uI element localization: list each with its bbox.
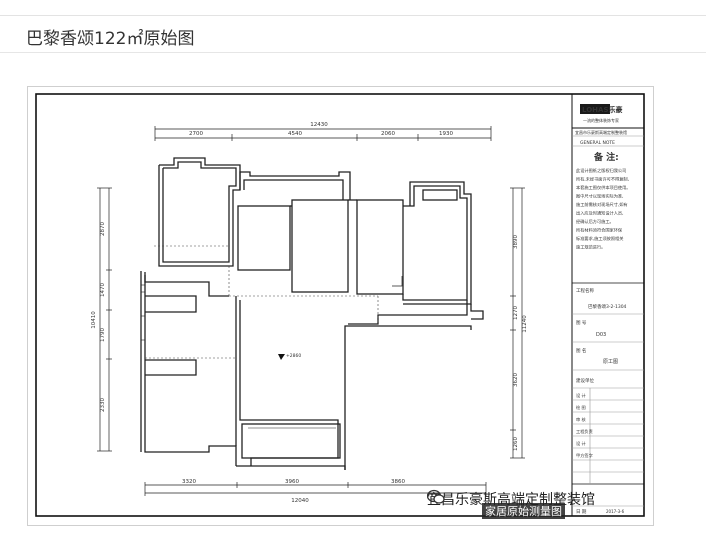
top-divider [0,15,706,16]
dim-left-1: 2870 [100,222,106,236]
title-block-row-label: 绘 图 [576,404,586,411]
note-line: 所有材料须符合国家环保 [576,227,623,234]
dim-bottom-1: 3320 [182,479,196,485]
dim-left-total: 10410 [91,311,97,329]
note-line: 此设计图纸之版权归我公司 [576,167,626,174]
section-label: GENERAL NOTE [580,140,615,146]
door-swing [392,276,403,287]
dim-right-4: 1260 [513,437,519,451]
drawing-name-value: 原工图 [603,359,618,365]
note-line: 施工前需核对现场尺寸,如有 [576,201,628,208]
title-block-row-label: 设 计 [576,392,586,399]
windows [141,284,336,429]
dim-top-4: 1930 [439,131,453,137]
note-line: 图中尺寸以现场实际为准, [576,193,623,200]
dimension-lines [97,126,525,496]
elevation-label: +2860 [286,353,301,359]
note-line: 本套施工图仅供本项目使用。 [576,184,630,191]
title-block-row-label: 设 计 [576,440,586,447]
title-block-row-label: 审 核 [576,416,587,423]
logo-mark [580,104,610,114]
wechat-icon [427,489,445,504]
page-title: 巴黎香颂122㎡原始图 [26,29,195,49]
drawing-no-value: D03 [596,332,606,338]
dim-right-1: 3890 [513,235,519,249]
note-line: 施工规范进行。 [576,244,605,251]
watermark-subtitle: 家居原始测量图 [482,503,565,519]
date-value: 2017-3-6 [606,509,625,514]
dim-left-2: 1470 [100,283,106,297]
dim-left-4: 2330 [100,398,106,412]
title-divider [0,52,706,53]
dim-right-3: 3620 [513,373,519,387]
dim-right-total: 11240 [522,315,528,333]
notes-lines: 此设计图纸之版权归我公司所有,未经书面许可不得复制,本套施工图仅供本项目使用。图… [576,167,630,251]
company-line: 宜昌市乐豪斯高端定制整装馆 [575,129,627,135]
dim-top-3: 2060 [381,131,395,137]
elevation-marker [278,354,285,360]
project-value: 巴黎香颂3-2-1304 [588,303,627,310]
dim-left-3: 1790 [100,328,106,342]
note-line: 出入应及时通知设计人员, [576,210,623,217]
dim-bottom-total: 12040 [291,498,309,504]
dim-top-total: 12430 [310,122,328,128]
logo-text: LOHAS乐豪 [582,105,622,114]
project-label: 工程名称 [576,287,594,294]
dim-right-2: 1270 [513,306,519,320]
drawing-no-label: 图 号 [576,320,587,326]
drawing-name-label: 图 名 [576,347,586,354]
dim-top-2: 4540 [288,131,302,137]
note-line: 经确认后方可施工。 [576,218,614,225]
dim-bottom-2: 3960 [285,479,299,485]
date-label: 日 期 [576,509,587,515]
owner-label: 建设单位 [576,377,594,384]
dim-top-1: 2700 [189,131,203,137]
note-line: 所有,未经书面许可不得复制, [576,176,629,183]
notes-title: 备 注: [593,151,619,163]
note-line: 标准要求,施工须按照相关 [576,235,623,242]
openings [145,245,379,359]
title-block-row-label: 工程负责 [576,428,593,435]
dim-bottom-3: 3860 [391,479,405,485]
walls [140,157,484,470]
logo-subtitle: 一流的整体装饰专家 [583,117,619,123]
title-block-row-label: 甲方签字 [576,452,593,459]
